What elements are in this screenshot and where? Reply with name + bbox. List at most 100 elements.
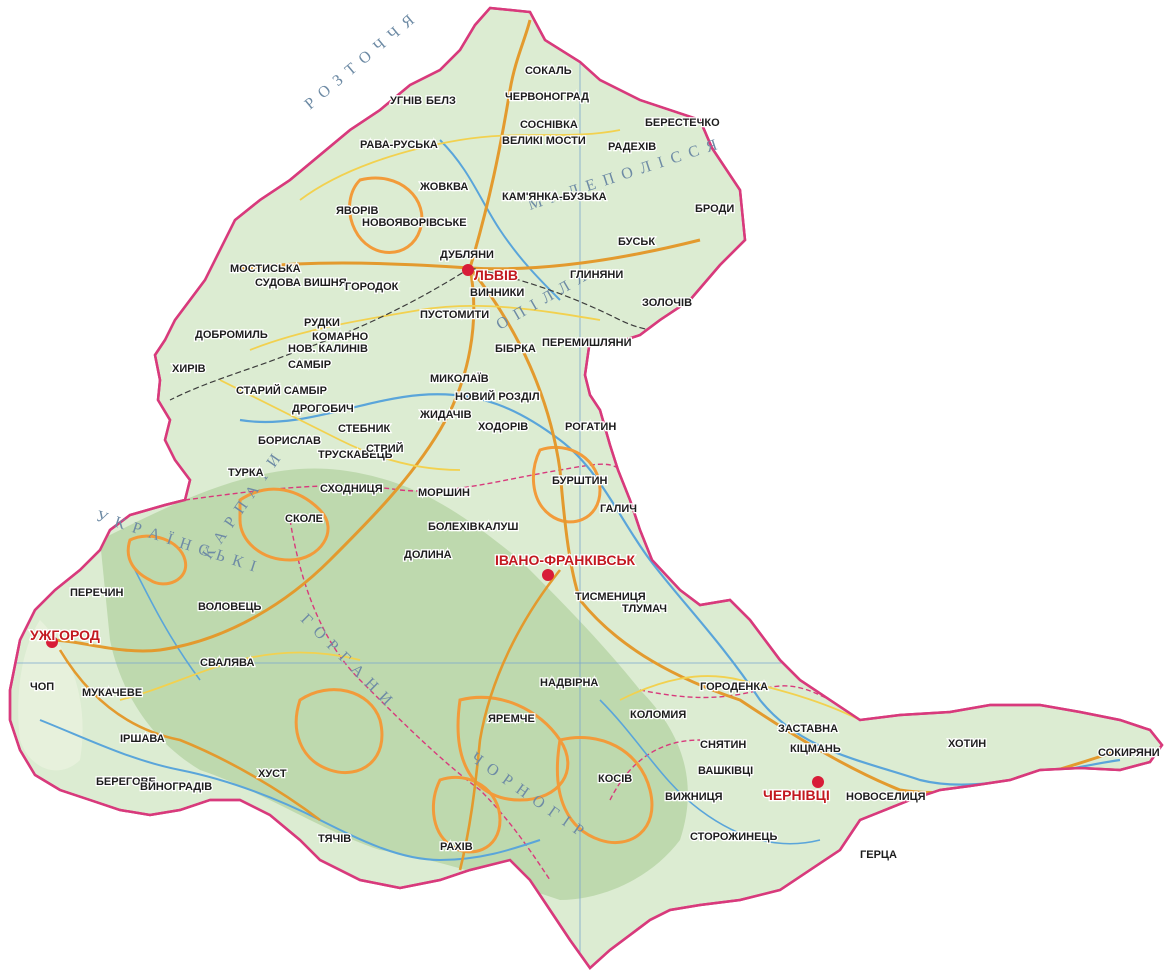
town-label[interactable]: ЯРЕМЧЕ [487,712,536,727]
secondary-road [219,379,461,471]
town-label[interactable]: БУСЬК [617,235,657,250]
town-label[interactable]: СОСНІВКА [519,118,579,133]
town-label[interactable]: САМБІР [287,358,333,373]
town-label[interactable]: ПЕРЕМИШЛЯНИ [541,336,633,351]
town-label[interactable]: ГОРОДОК [344,280,400,295]
town-label[interactable]: ТЛУМАЧ [621,602,669,617]
town-label[interactable]: ТРУСКАВЕЦЬ [317,448,394,463]
town-label[interactable]: ГАЛИЧ [599,502,638,517]
town-label[interactable]: СКОЛЕ [284,512,325,527]
town-label[interactable]: ВЕЛИКІ МОСТИ [501,134,587,149]
town-label[interactable]: БОЛЕХІВ [427,520,479,535]
national-park-outline [531,445,602,524]
town-label[interactable]: ЗАСТАВНА [777,722,840,737]
town-label[interactable]: СТОРОЖИНЕЦЬ [689,830,779,845]
town-label[interactable]: МОРШИН [417,486,472,501]
city-label[interactable]: ЧЕРНІВЦІ [762,786,831,805]
city-label[interactable]: УЖГОРОД [29,626,101,645]
town-label[interactable]: ЖОВКВА [418,180,470,195]
town-label[interactable]: РАВА-РУСЬКА [359,138,439,153]
city-marker[interactable] [542,569,554,581]
town-label[interactable]: СТРИЙ [365,441,405,457]
town-label[interactable]: НАДВІРНА [539,676,600,691]
town-label[interactable]: СТАРИЙ САМБІР [235,383,328,399]
town-label[interactable]: НОВОЯВОРІВСЬКЕ [361,216,468,231]
town-label[interactable]: РУДКИ [303,316,342,331]
town-label[interactable]: РАДЕХІВ [607,140,658,155]
town-label[interactable]: ДОЛИНА [403,548,453,563]
highway [49,267,476,653]
town-label[interactable]: БЕРЕСТЕЧКО [644,116,722,131]
town-label[interactable]: ВОЛОВЕЦЬ [197,600,263,615]
national-park-outline [294,688,384,775]
town-label[interactable]: РОГАТИН [564,420,618,435]
town-label[interactable]: МУКАЧЕВЕ [81,686,144,701]
town-label[interactable]: СХОДНИЦЯ [319,482,384,497]
town-label[interactable]: БЕРЕГОВЕ [95,775,157,790]
town-label[interactable]: ТЯЧІВ [317,832,353,847]
city-label[interactable]: ЛЬВІВ [473,266,520,285]
town-label[interactable]: ТУРКА [227,466,265,481]
town-label[interactable]: ЗОЛОЧІВ [641,296,694,311]
national-park-outline [238,487,330,562]
town-label[interactable]: СНЯТИН [699,738,748,753]
city-marker[interactable] [812,776,824,788]
town-label[interactable]: УГНІВ [389,94,424,109]
town-label[interactable]: МИКОЛАЇВ [429,371,490,387]
town-label[interactable]: ДОБРОМИЛЬ [194,328,269,343]
town-label[interactable]: СУДОВА ВИШНЯ [254,276,348,291]
city-marker[interactable] [46,636,58,648]
river [129,559,201,681]
town-label[interactable]: БУРШТИН [551,474,609,489]
town-label[interactable]: ХИРІВ [171,362,207,377]
town-label[interactable]: НОВИЙ РОЗДІЛ [454,389,541,405]
town-label[interactable]: БЕЛЗ [425,94,457,109]
city-marker[interactable] [462,264,474,276]
town-label[interactable]: НОВОСЕЛИЦЯ [845,790,927,805]
town-label[interactable]: КАЛУШ [477,520,520,535]
town-label[interactable]: СОКИРЯНИ [1097,746,1161,761]
town-label[interactable]: НОВ. КАЛИНІВ [287,342,369,357]
secondary-road [119,651,361,701]
town-label[interactable]: ХУСТ [257,767,288,782]
town-label[interactable]: ТИСМЕНИЦЯ [574,590,647,605]
town-label[interactable]: ДРОГОБИЧ [291,402,355,417]
town-label[interactable]: КІЦМАНЬ [789,742,842,757]
highway [58,649,321,822]
town-label[interactable]: ВИЖНИЦЯ [664,790,724,805]
town-label[interactable]: ПЕРЕЧИН [69,586,125,601]
town-label[interactable]: КОСІВ [597,772,634,787]
town-label[interactable]: РАХІВ [439,840,474,855]
town-label[interactable]: КАМ'ЯНКА-БУЗЬКА [501,190,608,205]
river [439,139,561,301]
town-label[interactable]: ВАШКІВЦІ [697,764,755,779]
town-label[interactable]: СВАЛЯВА [199,656,256,671]
town-label[interactable]: ГЕРЦА [859,848,898,863]
town-label[interactable]: ВИНОГРАДІВ [139,780,214,795]
national-park-outline [431,775,502,854]
town-label[interactable]: БІБРКА [494,342,537,357]
town-label[interactable]: ДУБЛЯНИ [439,248,496,263]
town-label[interactable]: ХОТИН [947,737,988,752]
town-label[interactable]: ПУСТОМИТИ [419,308,491,323]
national-park-outline [456,695,570,802]
town-label[interactable]: ЯВОРІВ [335,204,380,219]
secondary-road [249,304,601,351]
town-label[interactable]: ЧЕРВОНОГРАД [504,90,591,105]
town-label[interactable]: СТЕБНИК [337,422,392,437]
town-label[interactable]: ЖИДАЧІВ [418,408,473,423]
town-label[interactable]: КОМАРНО [311,330,370,345]
town-label[interactable]: ГЛИНЯНИ [569,268,625,283]
city-label[interactable]: ІВАНО-ФРАНКІВСЬК [494,551,637,570]
town-label[interactable]: ГОРОДЕНКА [699,680,770,695]
town-label[interactable]: ІРШАВА [119,732,166,747]
town-label[interactable]: ЧОП [29,680,56,695]
town-label[interactable]: ХОДОРІВ [477,420,530,435]
town-label[interactable]: БРОДИ [694,202,736,217]
town-label[interactable]: МОСТИСЬКА [229,262,302,277]
town-label[interactable]: ВИННИКИ [469,286,526,301]
town-label[interactable]: БОРИСЛАВ [257,434,323,449]
town-label[interactable]: СОКАЛЬ [524,64,573,79]
town-label[interactable]: КОЛОМИЯ [629,708,688,723]
